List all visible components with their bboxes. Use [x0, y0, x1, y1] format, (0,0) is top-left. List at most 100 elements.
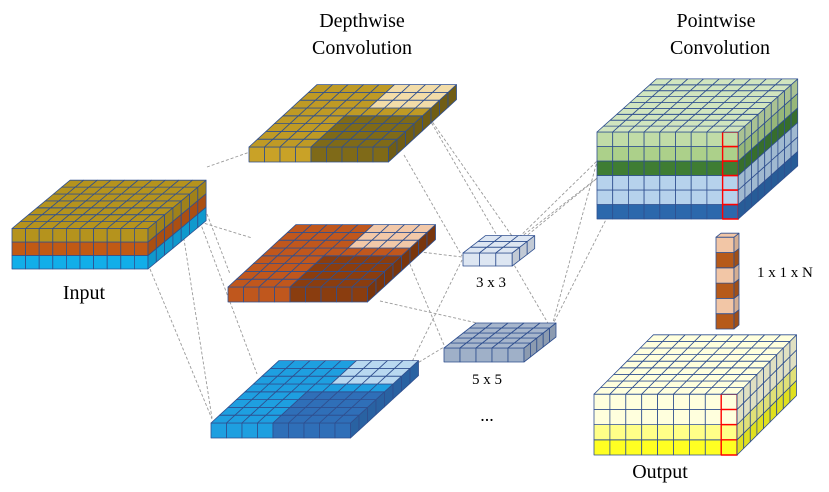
front-cell — [675, 189, 692, 205]
front-cell — [93, 255, 108, 270]
blocks — [11, 78, 799, 456]
front-cell — [643, 160, 661, 176]
front-cell — [593, 424, 611, 441]
front-cell — [673, 408, 690, 426]
front-cell — [659, 204, 676, 220]
ellipsis-label: ... — [480, 405, 494, 425]
front-cell — [643, 189, 661, 205]
front-cell — [596, 204, 614, 220]
front-cell — [596, 160, 614, 176]
connector-line — [206, 213, 231, 275]
front-cell — [721, 160, 739, 177]
front-cell — [66, 228, 81, 243]
connector-line — [403, 154, 463, 257]
front-cell — [704, 439, 722, 456]
front-cell — [628, 175, 645, 191]
front-cell — [241, 422, 258, 439]
kernel-large-label: 5 x 5 — [472, 372, 502, 388]
front-cell — [257, 422, 274, 439]
connector-line — [403, 249, 445, 346]
connector-line — [379, 300, 487, 326]
front-cell — [625, 424, 643, 441]
front-cell — [106, 241, 122, 256]
top-cell — [394, 360, 419, 369]
front-cell — [593, 408, 611, 426]
front-cell — [715, 252, 735, 269]
front-cell — [675, 131, 692, 147]
front-cell — [38, 255, 54, 270]
front-cell — [628, 160, 645, 176]
front-cell — [612, 175, 629, 191]
front-cell — [310, 146, 327, 163]
pointwise-block — [596, 78, 799, 220]
front-cell — [643, 146, 661, 162]
front-cell — [133, 241, 149, 256]
front-cell — [721, 174, 739, 191]
front-cell — [52, 228, 67, 243]
front-cell — [443, 347, 461, 363]
front-cell — [25, 241, 40, 256]
front-cell — [120, 228, 135, 243]
front-cell — [657, 393, 674, 410]
front-cell — [272, 422, 289, 439]
front-cell — [226, 422, 243, 439]
front-cell — [11, 255, 27, 270]
front-cell — [625, 439, 643, 456]
front-cell — [133, 255, 149, 270]
pointwise-title-line1: Pointwise — [677, 10, 756, 32]
front-cell — [495, 252, 513, 267]
top-cell — [773, 334, 797, 342]
front-cell — [690, 204, 708, 220]
front-cell — [715, 297, 735, 315]
connector-line — [551, 157, 599, 327]
front-cell — [675, 204, 692, 220]
front-cell — [690, 189, 708, 205]
input-label: Input — [63, 282, 106, 304]
front-cell — [625, 408, 643, 426]
top-cell — [715, 232, 740, 238]
front-cell — [106, 255, 122, 270]
front-cell — [25, 228, 40, 243]
front-cell — [704, 408, 722, 426]
front-cell — [706, 146, 723, 162]
front-cell — [475, 347, 493, 363]
front-cell — [79, 228, 94, 243]
front-cell — [326, 146, 343, 163]
front-cell — [715, 313, 735, 330]
front-cell — [264, 146, 281, 163]
top-cell — [533, 322, 557, 329]
connector-line — [511, 159, 599, 245]
front-cell — [721, 131, 739, 148]
front-cell — [715, 236, 735, 253]
connector-line — [206, 151, 251, 168]
front-cell — [596, 175, 614, 191]
front-cell — [628, 146, 645, 162]
front-cell — [289, 286, 306, 303]
front-cell — [643, 175, 661, 191]
front-cell — [659, 189, 676, 205]
front-cell — [320, 286, 337, 303]
front-cell — [507, 347, 525, 363]
front-cell — [721, 203, 739, 220]
pointwise-title-line2: Convolution — [670, 37, 770, 59]
front-cell — [657, 408, 674, 426]
front-cell — [227, 286, 244, 303]
front-cell — [274, 286, 291, 303]
front-cell — [11, 228, 27, 243]
front-cell — [690, 175, 708, 191]
front-cell — [243, 286, 260, 303]
front-cell — [690, 146, 708, 162]
front-cell — [690, 131, 708, 147]
front-cell — [593, 393, 611, 410]
front-cell — [641, 439, 658, 456]
front-cell — [706, 175, 723, 191]
front-cell — [25, 255, 40, 270]
front-cell — [459, 347, 477, 363]
front-cell — [721, 145, 739, 162]
front-cell — [38, 241, 54, 256]
front-cell — [689, 393, 706, 410]
front-cell — [720, 423, 738, 441]
labels: Depthwise Convolution Pointwise Convolut… — [63, 10, 813, 483]
front-cell — [596, 131, 614, 147]
front-cell — [612, 189, 629, 205]
